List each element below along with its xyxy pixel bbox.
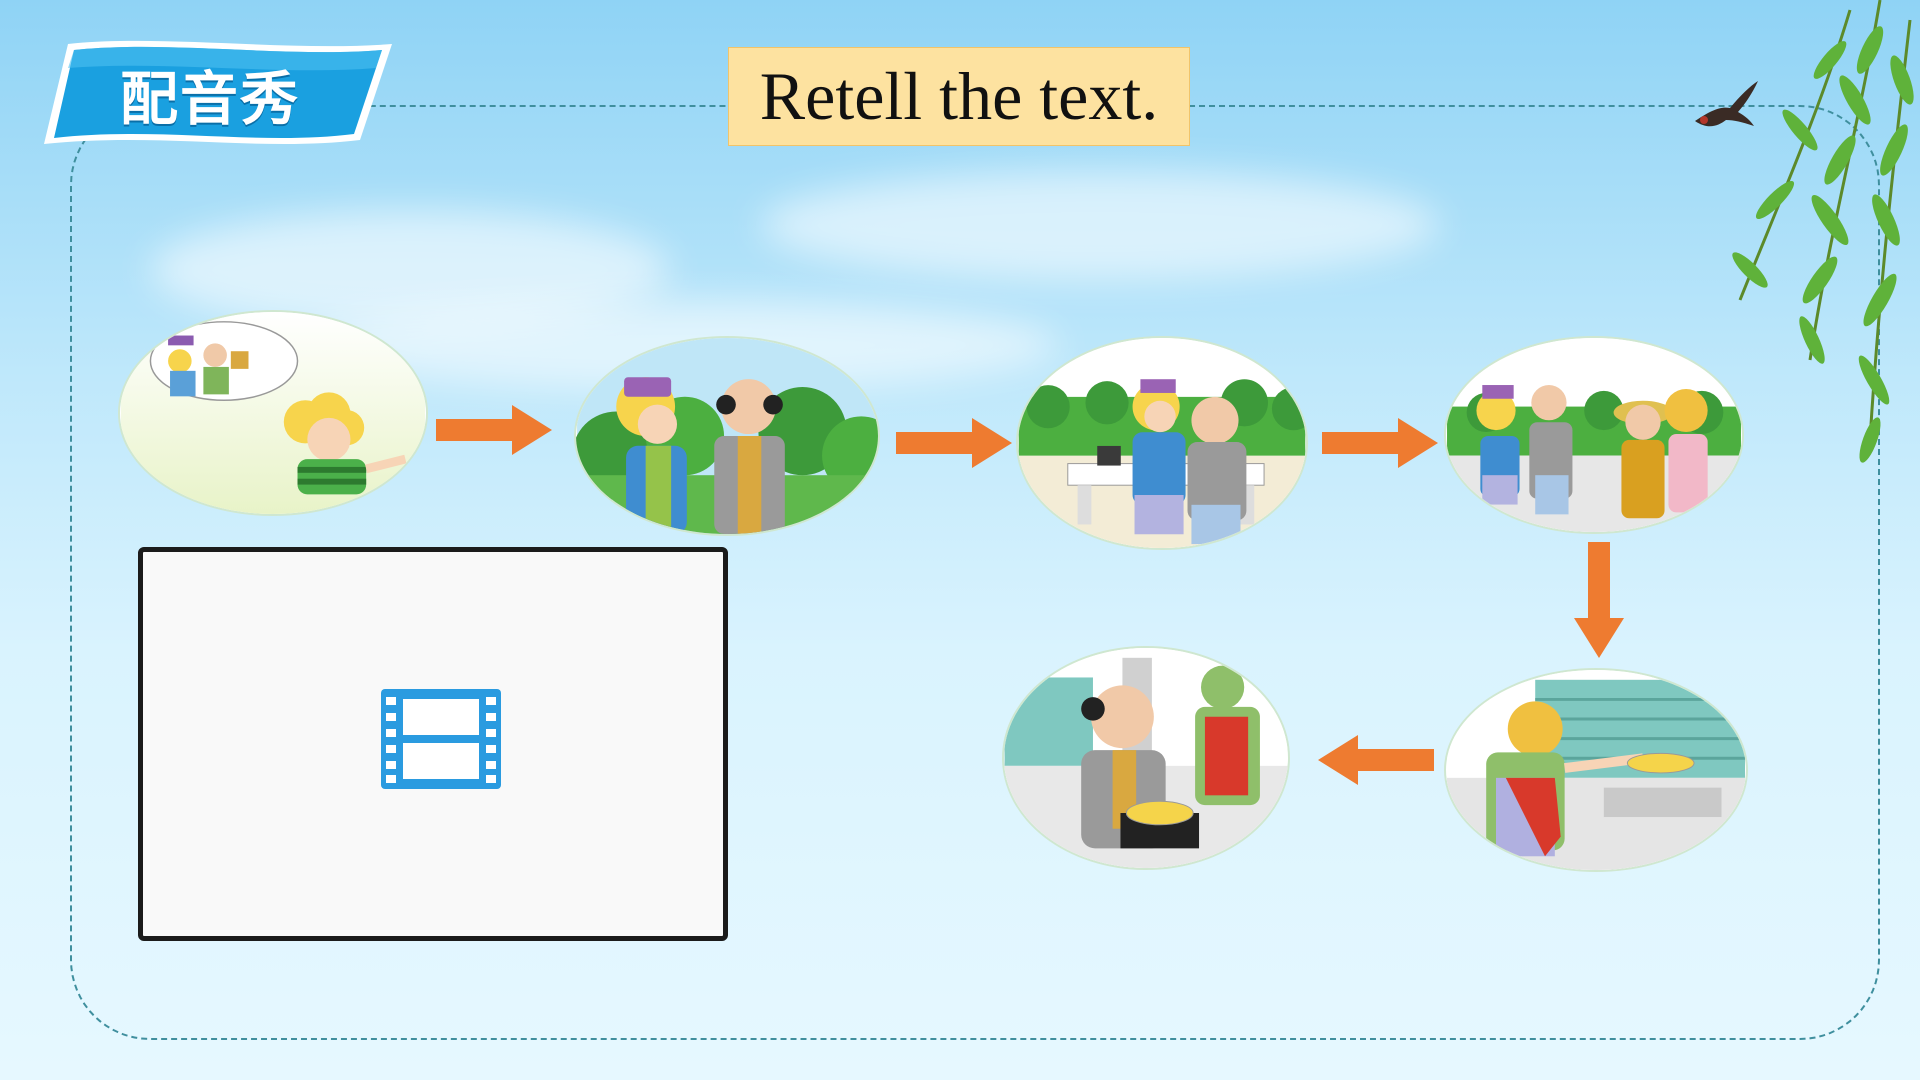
scene-meeting-friends[interactable]: [1444, 336, 1744, 534]
arrow-left-icon: [1318, 735, 1434, 785]
banner-ribbon: [44, 40, 392, 145]
scene-girl-daydreaming[interactable]: [118, 310, 428, 516]
meeting-friends-illustration: [1447, 338, 1741, 532]
arrow-right-icon: [1322, 418, 1438, 468]
grandma-cooking-illustration: [1446, 670, 1746, 870]
scene-grandparents-on-bench[interactable]: [1016, 336, 1308, 550]
scene-grandpa-cooking[interactable]: [1002, 646, 1290, 870]
banner-label: 配音秀: [119, 65, 300, 133]
scene-grandparents-walking[interactable]: [574, 336, 880, 536]
swallow-bird-icon: [1695, 81, 1758, 127]
willow-branch-icon: [1732, 0, 1914, 463]
video-player[interactable]: [138, 547, 728, 941]
grandparents-walking-illustration: [576, 338, 878, 534]
arrow-right-icon: [436, 405, 552, 455]
grandpa-cooking-illustration: [1004, 648, 1288, 868]
title-box: Retell the text.: [728, 47, 1190, 146]
page-title: Retell the text.: [759, 58, 1159, 134]
film-icon[interactable]: [381, 689, 501, 789]
scene-grandma-cooking[interactable]: [1444, 668, 1748, 872]
grandparents-on-bench-illustration: [1018, 338, 1306, 548]
girl-daydreaming-illustration: [121, 312, 425, 514]
arrow-right-icon: [896, 418, 1012, 468]
arrow-down-icon: [1574, 542, 1624, 658]
cloud: [760, 170, 1440, 280]
